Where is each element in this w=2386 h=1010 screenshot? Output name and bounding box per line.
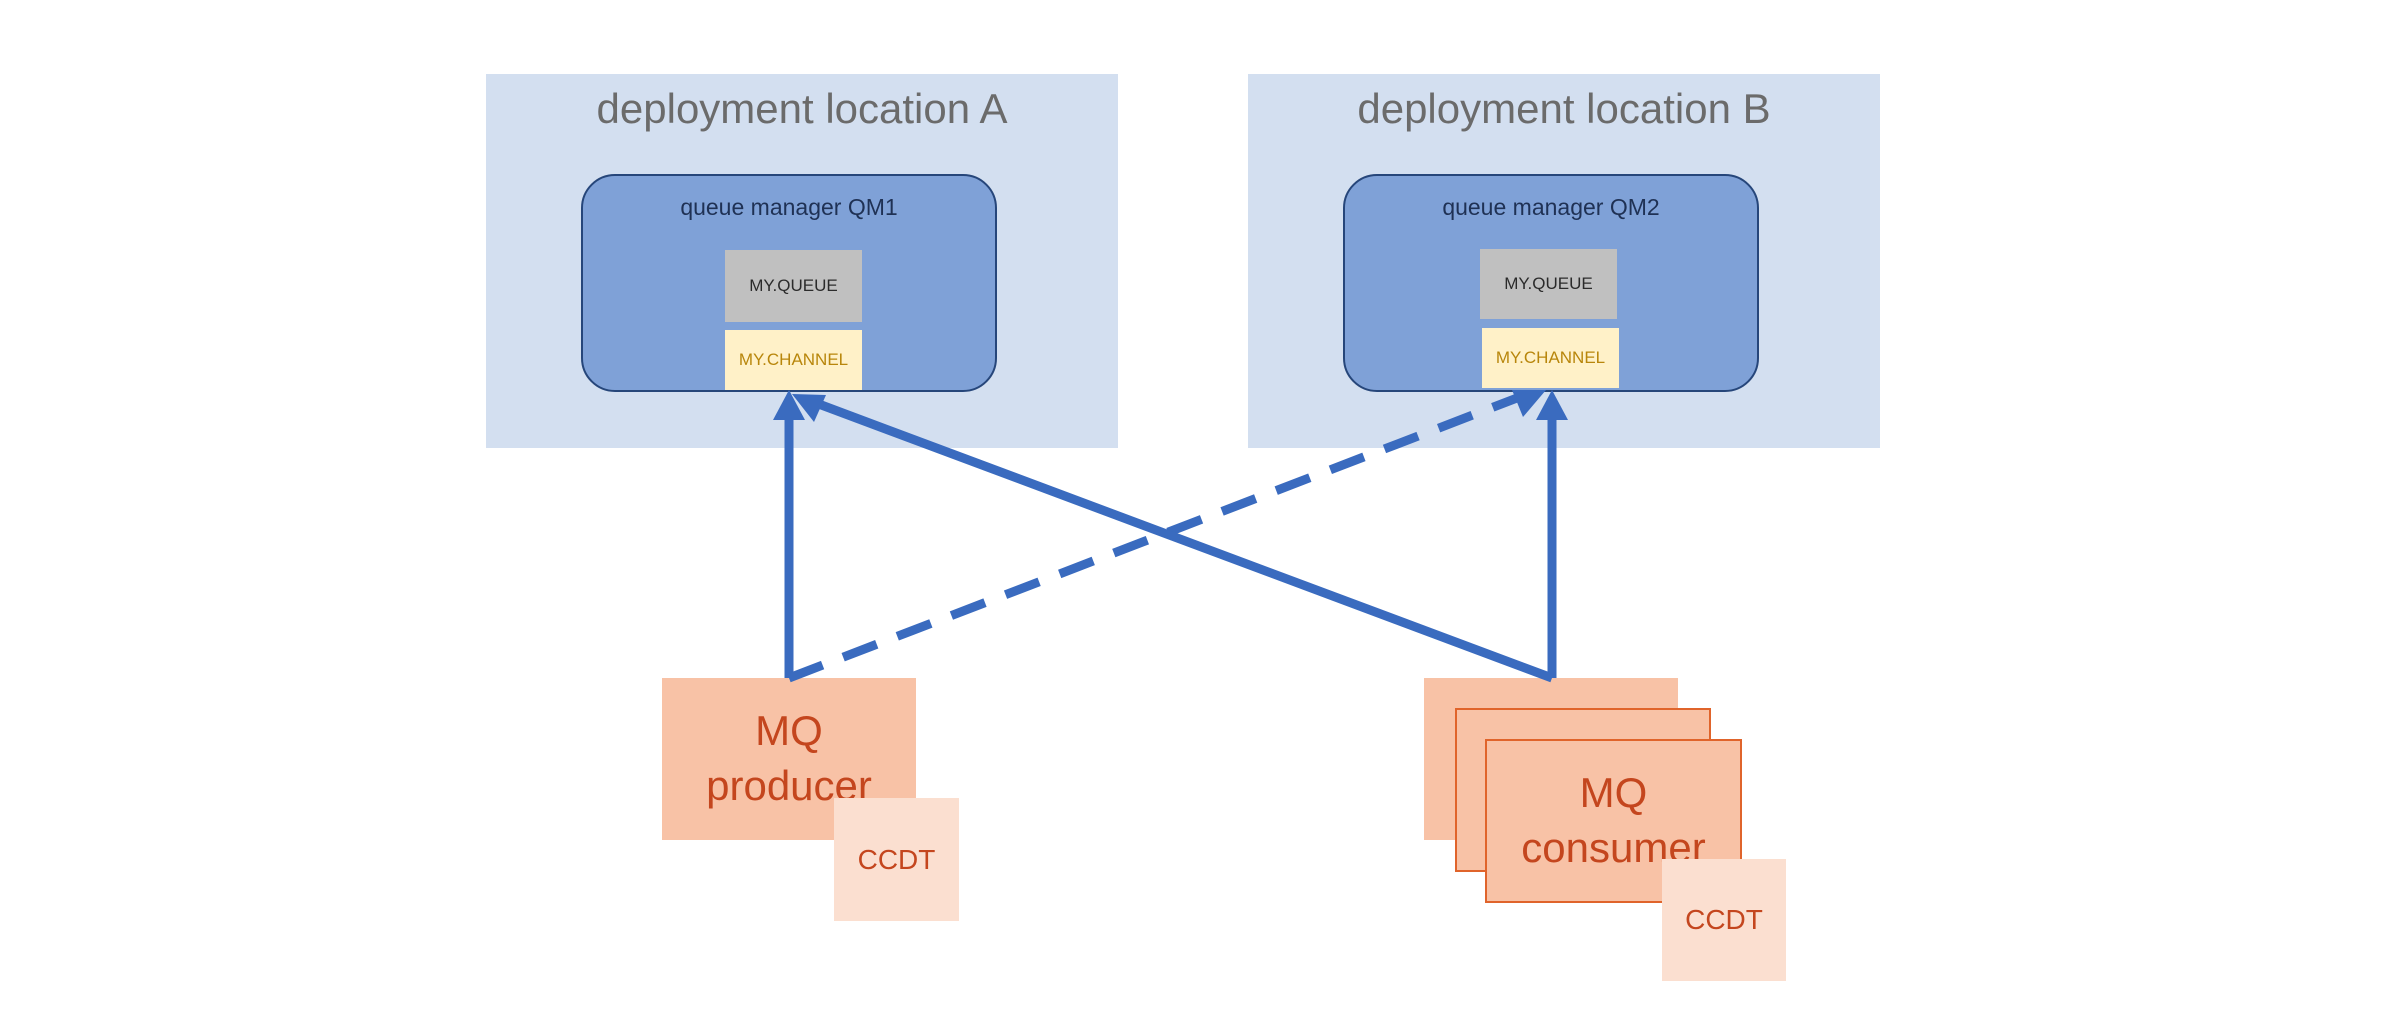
mq-consumer-line1: MQ <box>1579 769 1648 817</box>
qm1-queue: MY.QUEUE <box>725 250 862 322</box>
qm2-queue: MY.QUEUE <box>1480 249 1617 319</box>
mq-producer-line1: MQ <box>755 707 823 755</box>
queue-manager-qm1-title: queue manager QM1 <box>680 194 898 220</box>
qm2-channel: MY.CHANNEL <box>1482 328 1619 388</box>
consumer-ccdt: CCDT <box>1662 859 1786 981</box>
deployment-location-a-title: deployment location A <box>596 85 1008 132</box>
qm1-channel: MY.CHANNEL <box>725 330 862 390</box>
queue-manager-qm2-title: queue manager QM2 <box>1442 194 1660 220</box>
deployment-location-b-title: deployment location B <box>1357 85 1771 132</box>
producer-ccdt: CCDT <box>834 798 959 921</box>
